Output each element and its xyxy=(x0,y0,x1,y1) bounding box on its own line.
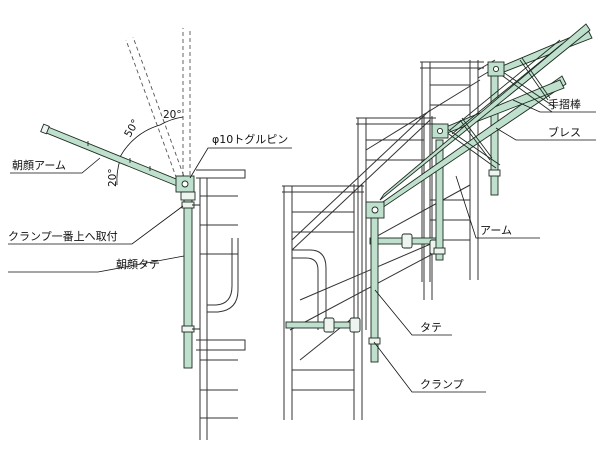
left-scaffold-frame xyxy=(196,169,246,440)
toggle-pin-joint xyxy=(175,175,196,201)
angle-20-low-label: 20° xyxy=(107,168,119,187)
handrail-and-braces xyxy=(379,23,591,201)
arm-joints xyxy=(365,61,505,219)
arms xyxy=(374,29,593,214)
asagao-tate-post xyxy=(181,189,200,369)
asagao-arm xyxy=(40,123,182,187)
scaffold-column-front xyxy=(282,184,364,420)
alternate-arm-positions xyxy=(125,28,191,186)
label-asagao-tate: 朝顔タテ xyxy=(116,257,160,271)
label-tate: タテ xyxy=(420,321,442,334)
lower-horizontal-tube xyxy=(285,233,441,333)
label-arm: アーム xyxy=(480,224,512,237)
right-assembly: 手摺棒 ブレス アーム タテ クランプ xyxy=(282,23,596,420)
angle-20-top-label: 20° xyxy=(163,109,182,121)
right-leaders xyxy=(373,99,596,393)
label-toggle-pin: φ10トグルピン xyxy=(212,132,288,146)
angle-50-label: 50° xyxy=(122,117,142,139)
label-clamp-top: クランプ一番上へ取付 xyxy=(8,230,118,243)
label-handrail: 手摺棒 xyxy=(548,97,581,111)
label-clamp: クランプ xyxy=(420,378,464,391)
label-asagao-arm: 朝顔アーム xyxy=(12,158,66,172)
scaffold-column-middle xyxy=(356,116,436,330)
left-leaders xyxy=(8,147,292,273)
left-detail: 50° 20° 20° 朝顔アーム クランプ一番上へ取付 朝顔タテ φ10トグル… xyxy=(8,28,292,440)
label-brace: ブレス xyxy=(548,125,581,139)
